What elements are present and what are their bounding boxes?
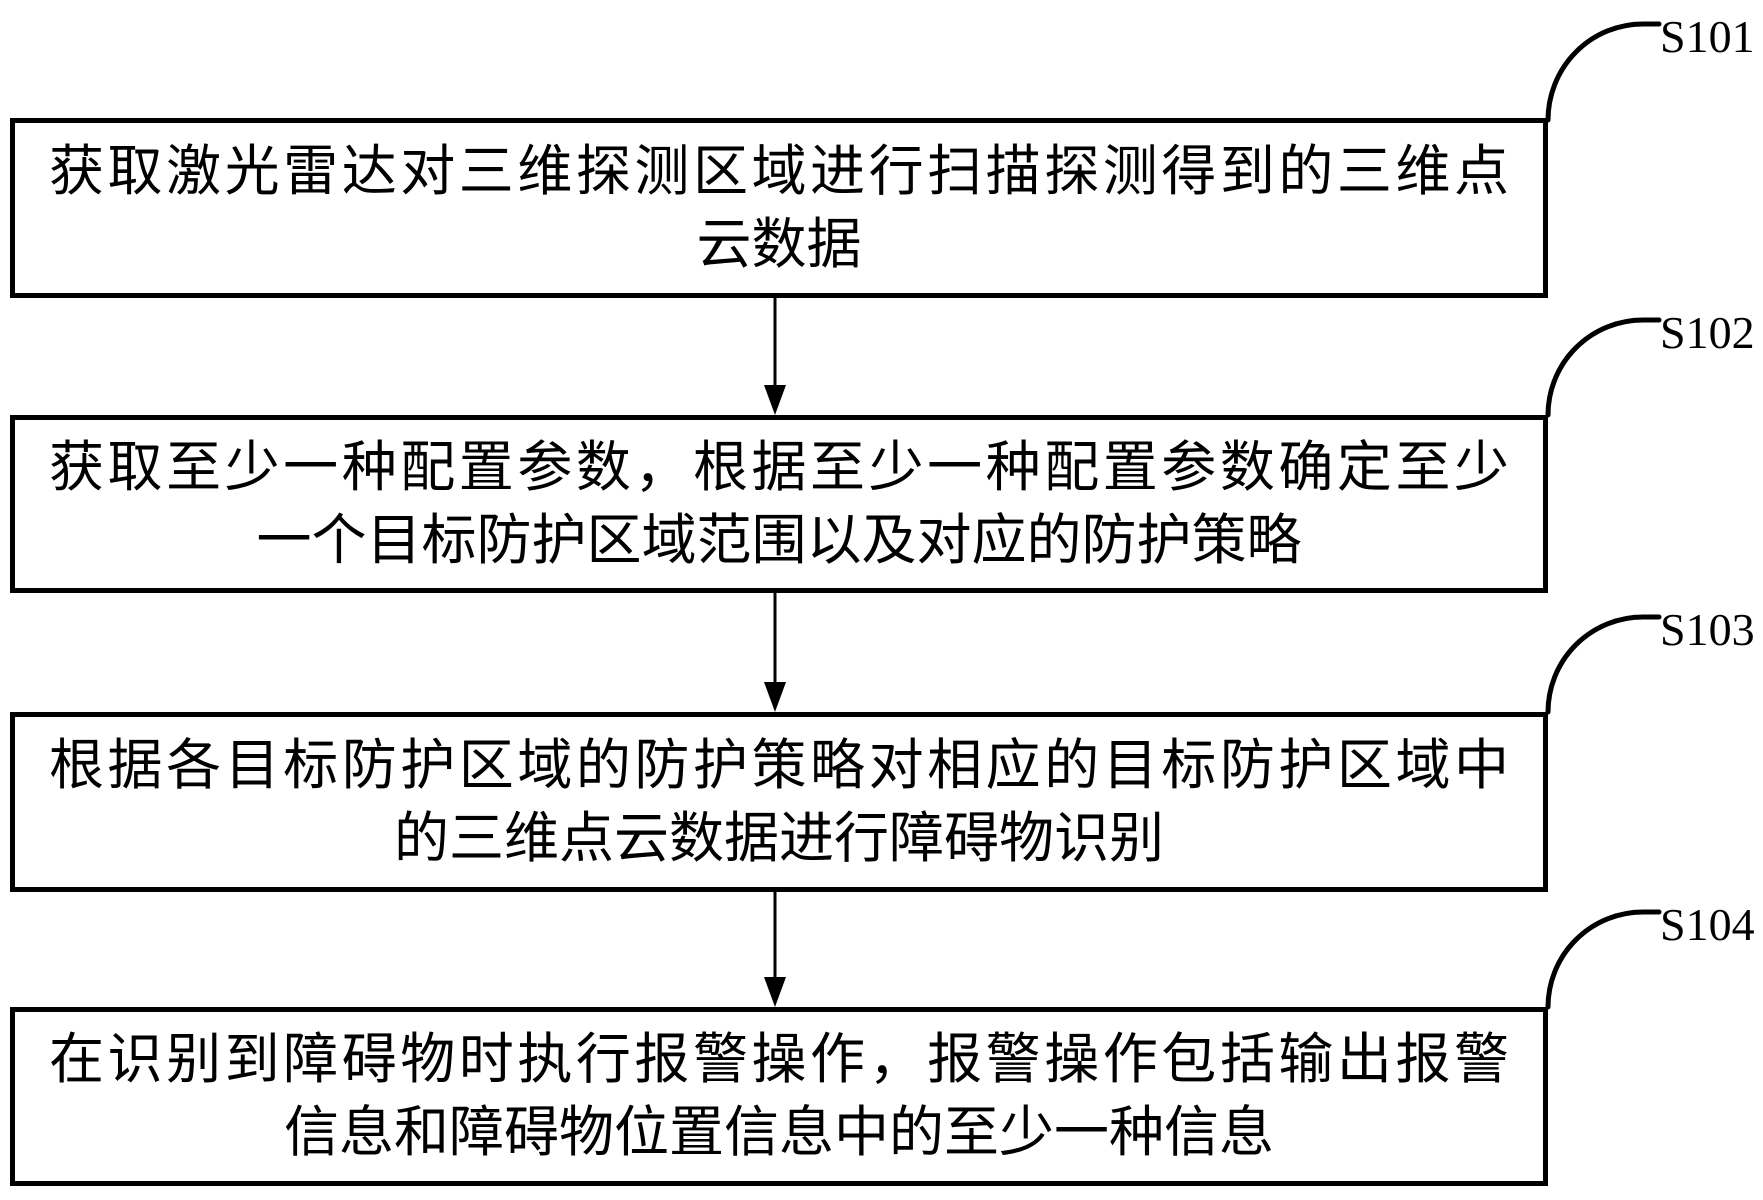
down-arrow-1 — [764, 298, 786, 415]
step-box-s103: 根据各目标防护区域的防护策略对相应的目标防护区域中 的三维点云数据进行障碍物识别 — [10, 712, 1548, 892]
step-label-s102: S102 — [1660, 307, 1755, 358]
step-box-s102: 获取至少一种配置参数，根据至少一种配置参数确定至少 一个目标防护区域范围以及对应… — [10, 415, 1548, 593]
step-box-s101: 获取激光雷达对三维探测区域进行扫描探测得到的三维点 云数据 — [10, 118, 1548, 298]
step-s103-text-line2: 的三维点云数据进行障碍物识别 — [393, 807, 1164, 869]
step-label-s101: S101 — [1660, 11, 1755, 62]
step-label-s104: S104 — [1660, 899, 1755, 950]
step-s102-text-line2: 一个目标防护区域范围以及对应的防护策略 — [256, 509, 1302, 571]
leader-curve-s103 — [1545, 614, 1662, 715]
leader-curve-s104 — [1545, 909, 1662, 1010]
step-label-s103: S103 — [1660, 604, 1755, 655]
down-arrow-2 — [764, 593, 786, 712]
step-s101-text-line2: 云数据 — [696, 213, 862, 275]
step-s103-text-line1: 根据各目标防护区域的防护策略对相应的目标防护区域中 — [49, 734, 1509, 796]
step-s104-text-line2: 信息和障碍物位置信息中的至少一种信息 — [283, 1102, 1274, 1163]
step-s104-text-line1: 在识别到障碍物时执行报警操作，报警操作包括输出报警 — [49, 1029, 1509, 1090]
leader-curve-s102 — [1545, 317, 1662, 418]
step-box-s104: 在识别到障碍物时执行报警操作，报警操作包括输出报警 信息和障碍物位置信息中的至少… — [10, 1007, 1548, 1186]
step-s102-text-line1: 获取至少一种配置参数，根据至少一种配置参数确定至少 — [49, 436, 1509, 498]
down-arrow-3 — [764, 892, 786, 1007]
step-s101-text-line1: 获取激光雷达对三维探测区域进行扫描探测得到的三维点 — [49, 140, 1509, 202]
leader-curve-s101 — [1545, 21, 1662, 123]
